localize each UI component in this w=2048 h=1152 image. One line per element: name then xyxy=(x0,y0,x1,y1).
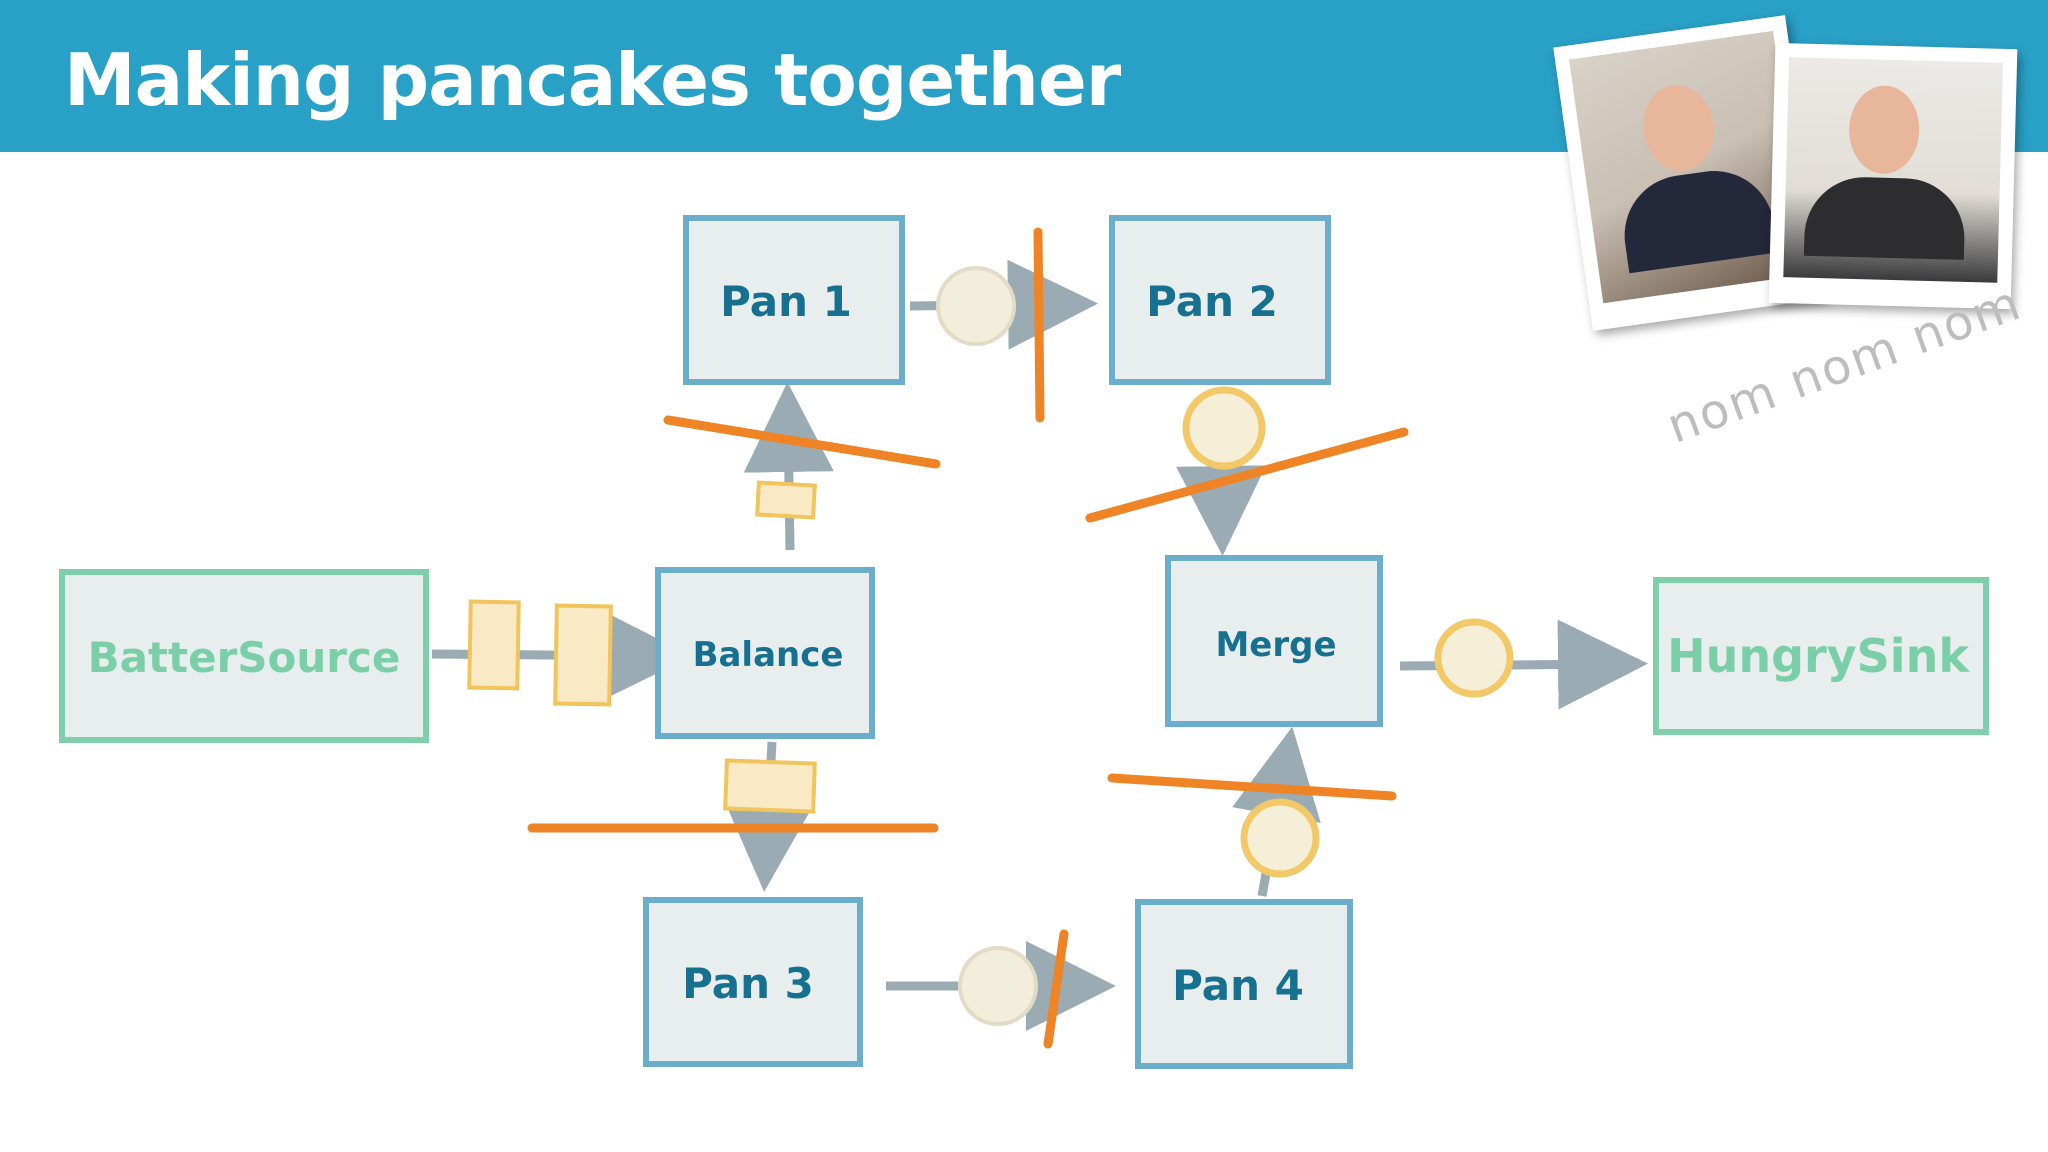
async-boundary-pan4-merge xyxy=(1107,773,1397,801)
batter-portion xyxy=(723,758,817,814)
async-boundary-pan3-pan4 xyxy=(1043,929,1069,1049)
half-pancake xyxy=(936,266,1016,346)
node-hungry-sink: HungrySink xyxy=(1653,577,1989,735)
node-balance: Balance xyxy=(655,567,875,739)
node-label-pan-4: Pan 4 xyxy=(1172,961,1304,1010)
node-pan-2: Pan 2 xyxy=(1109,215,1331,385)
node-label-pan-3: Pan 3 xyxy=(682,959,814,1008)
node-label-balance: Balance xyxy=(693,635,844,675)
half-pancake xyxy=(958,946,1038,1026)
node-pan-1: Pan 1 xyxy=(683,215,905,385)
node-pan-3: Pan 3 xyxy=(643,897,863,1067)
batter-portion xyxy=(467,599,521,691)
pancake xyxy=(1434,618,1514,698)
slide-title: Making pancakes together xyxy=(64,38,1121,122)
node-label-pan-1: Pan 1 xyxy=(720,277,852,326)
node-label-hungry-sink: HungrySink xyxy=(1667,629,1970,683)
node-pan-4: Pan 4 xyxy=(1135,899,1353,1069)
async-boundary-pan2-merge xyxy=(1085,427,1409,523)
pancake xyxy=(1240,798,1320,878)
node-batter-source: BatterSource xyxy=(59,569,429,743)
node-label-pan-2: Pan 2 xyxy=(1146,277,1278,326)
node-label-batter-source: BatterSource xyxy=(88,633,401,682)
pancake xyxy=(1182,386,1266,470)
node-merge: Merge xyxy=(1165,555,1383,727)
batter-portion xyxy=(755,480,817,520)
node-label-merge: Merge xyxy=(1215,625,1336,665)
arrow-source-balance xyxy=(431,610,692,701)
async-boundary-balance-pan1 xyxy=(663,415,941,469)
batter-portion xyxy=(553,603,613,707)
async-boundary-pan1-pan2 xyxy=(1033,227,1045,423)
